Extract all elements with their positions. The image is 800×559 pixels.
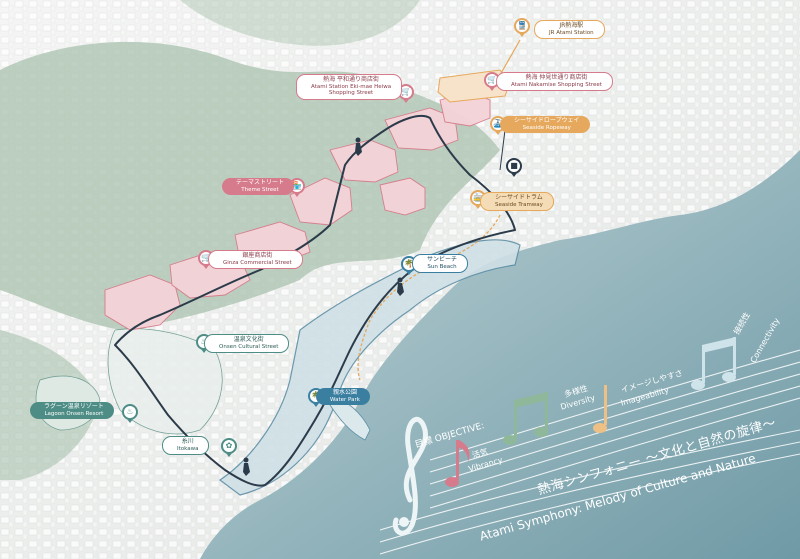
label-jp: 温泉文化街: [233, 336, 264, 343]
label-jp: テーマストリート: [236, 179, 285, 186]
label-ginza-street[interactable]: 銀座商店街 Ginza Commercial Street: [208, 250, 303, 270]
label-en-2: Shopping Street: [328, 90, 374, 97]
label-jp: サンビーチ: [427, 256, 458, 263]
label-jp: 熱海 仲見世通り商店街: [525, 74, 588, 81]
note-connectivity-icon: [691, 337, 736, 390]
note-imageability-icon: [593, 385, 607, 433]
train-icon[interactable]: 🚆: [514, 18, 530, 34]
label-jp: シーサイドロープウェイ: [514, 117, 580, 124]
label-nakamise-street[interactable]: 熱海 仲見世通り商店街 Atami Nakamise Shopping Stre…: [496, 72, 613, 92]
ropeway-cabin-icon: ■: [506, 158, 522, 174]
label-en: Lagoon Onsen Resort: [44, 410, 104, 417]
label-jp: JR熱海駅: [559, 22, 584, 29]
label-theme-street[interactable]: テーマストリート Theme Street: [222, 178, 295, 196]
label-jr-station[interactable]: JR熱海駅 JR Atami Station: [534, 20, 605, 40]
note-diversity-icon: [503, 392, 548, 445]
label-jp: 銀座商店街: [242, 252, 273, 259]
label-en: Ginza Commercial Street: [223, 259, 292, 266]
label-jp: 糸川: [181, 438, 194, 445]
label-seaside-ropeway[interactable]: シーサイドロープウェイ Seaside Ropeway: [500, 116, 590, 134]
label-en: Water Park: [330, 396, 360, 403]
hill-area-north: [180, 0, 420, 46]
label-jp: 親水公園: [332, 389, 357, 396]
label-seaside-tramway[interactable]: シーサイドトラム Seaside Tramway: [480, 192, 554, 212]
station-connector: [499, 39, 521, 76]
label-en: Itokawa: [177, 445, 199, 452]
tramway-line: [357, 214, 501, 381]
sea: [200, 150, 800, 559]
walker-icon: [243, 137, 404, 476]
hot-spring-icon[interactable]: ♨: [122, 404, 138, 420]
label-en: Atami Nakamise Shopping Street: [511, 81, 602, 88]
label-jp: シーサイドトラム: [495, 194, 543, 201]
label-en: Seaside Ropeway: [522, 124, 571, 131]
label-lagoon-resort[interactable]: ラグーン温泉リゾート Lagoon Onsen Resort: [30, 402, 114, 420]
label-itokawa[interactable]: 糸川 Itokawa: [162, 436, 210, 456]
shopping-district: [104, 91, 491, 331]
treble-clef-icon: [392, 416, 428, 536]
label-sun-beach[interactable]: サンビーチ Sun Beach: [412, 254, 469, 274]
label-en: JR Atami Station: [549, 29, 594, 36]
note-vibrancy-icon: [445, 440, 470, 487]
label-jp: ラグーン温泉リゾート: [44, 403, 104, 410]
cherry-blossom-icon[interactable]: ✿: [221, 438, 237, 454]
music-staff: [379, 349, 800, 555]
label-en: Onsen Cultural Street: [219, 343, 279, 350]
label-en: Sun Beach: [427, 263, 457, 270]
label-en: Atami Station Eki-mae Heiwa: [311, 83, 392, 90]
label-water-park[interactable]: 親水公園 Water Park: [316, 388, 370, 406]
label-en: Theme Street: [241, 186, 279, 193]
label-jp: 熱海 平和通り商店街: [323, 76, 379, 83]
label-onsen-cultural-street[interactable]: 温泉文化街 Onsen Cultural Street: [204, 334, 290, 354]
ropeway-line: [499, 129, 506, 171]
label-heiwa-street[interactable]: 熱海 平和通り商店街 Atami Station Eki-mae Heiwa S…: [296, 74, 403, 100]
label-en: Seaside Tramway: [495, 201, 543, 208]
